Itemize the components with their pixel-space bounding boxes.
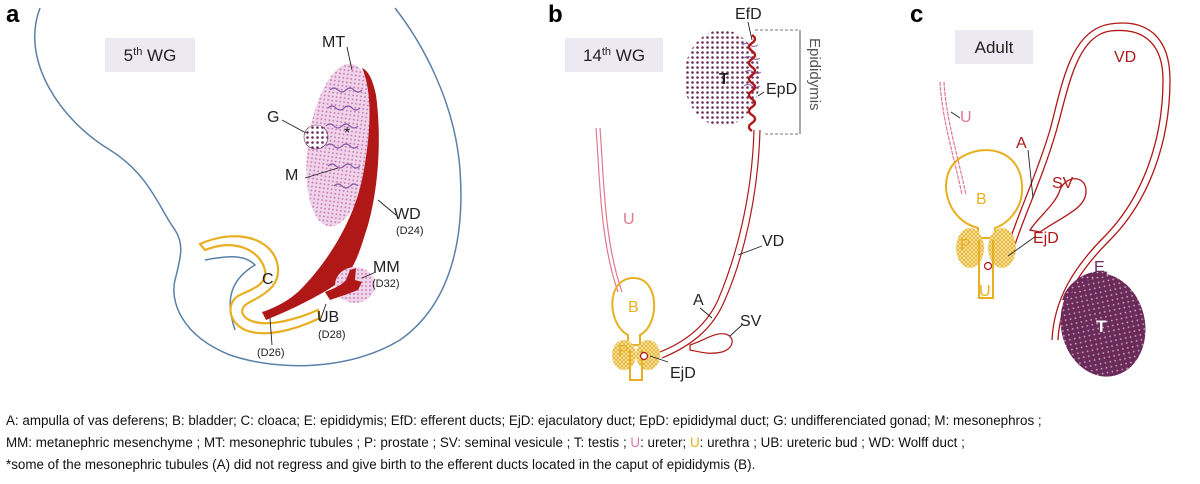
label-wd: WD <box>394 206 421 223</box>
embryo-outline <box>34 7 462 367</box>
vas-deferens-c <box>1004 22 1171 341</box>
label-testis-b: T <box>719 71 729 88</box>
ureteric-bud <box>325 268 362 300</box>
label-epididymis: Epididymis <box>806 38 823 111</box>
label-ejd-c: EjD <box>1033 230 1059 247</box>
legend-line-1: A: ampulla of vas deferens; B: bladder; … <box>6 413 1042 428</box>
stage-box-b <box>565 38 663 72</box>
legend-ureter-u: U <box>630 435 641 450</box>
urethra-c <box>978 240 994 299</box>
label-ub: UB <box>317 309 339 326</box>
label-mt: MT <box>322 34 345 51</box>
legend-line-2b: : ureter; <box>640 435 690 450</box>
legend-line-2: MM: metanephric mesenchyme ; MT: mesonep… <box>6 432 1196 454</box>
leader-lines-b <box>649 21 765 363</box>
label-e-c: E <box>1094 259 1105 276</box>
embryology-figure: a 5th WG <box>6 1 1171 382</box>
label-a-b: A <box>693 292 704 309</box>
label-b-b: B <box>628 299 639 316</box>
leader-lines-c <box>950 111 1037 257</box>
label-mm-day: (D32) <box>372 278 400 290</box>
cloaca <box>198 235 322 335</box>
bladder-c <box>945 149 1024 239</box>
legend-line-2c: : urethra ; UB: ureteric bud ; WD: Wolff… <box>699 435 965 450</box>
label-cloaca-day: (D26) <box>257 347 285 359</box>
vas-deferens-b-inner <box>661 129 761 359</box>
label-a-c: A <box>1016 135 1027 152</box>
ureter-c <box>939 81 963 196</box>
stage-box-a <box>105 38 195 72</box>
testis-c <box>1060 273 1146 377</box>
label-efd: EfD <box>735 6 762 23</box>
seminal-vesicle-c <box>1028 178 1087 233</box>
testis <box>684 30 760 126</box>
label-mm: MM <box>373 259 400 276</box>
stage-label-a: 5th WG <box>124 46 177 65</box>
vas-deferens-b <box>659 129 755 353</box>
label-ureter-b: U <box>623 211 635 228</box>
label-asterisk: * <box>344 125 350 142</box>
label-b-c: B <box>976 191 987 208</box>
panel-b-letter: b <box>548 1 563 28</box>
bladder-b <box>611 276 655 346</box>
gonad <box>303 124 329 150</box>
legend-line-2a: MM: metanephric mesenchyme ; MT: mesonep… <box>6 435 631 450</box>
label-ub-day: (D28) <box>318 329 346 341</box>
label-vd-c: VD <box>1114 49 1136 66</box>
stage-label-b: 14th WG <box>583 46 645 65</box>
ejaculatory-opening-b <box>639 351 649 361</box>
panel-c-letter: c <box>910 1 923 28</box>
panel-a-letter: a <box>6 1 20 28</box>
epididymal-duct <box>747 34 757 132</box>
urethra-b <box>629 350 643 381</box>
epididymis-bracket <box>755 29 800 135</box>
label-urethra-c: U <box>979 283 991 300</box>
legend-line-3: *some of the mesonephric tubules (A) did… <box>6 457 756 472</box>
label-sv-b: SV <box>740 313 762 330</box>
panel-a: a 5th WG <box>6 1 462 367</box>
ureter-c-inner <box>943 81 967 196</box>
label-p-b: P <box>618 343 629 360</box>
ureter-b-inner <box>599 127 623 293</box>
stage-box-c <box>955 30 1033 64</box>
label-m: M <box>285 167 298 184</box>
label-p-c: P <box>960 237 971 254</box>
label-ureter-c: U <box>960 109 972 126</box>
label-ejd-b: EjD <box>670 365 696 382</box>
label-g: G <box>267 109 279 126</box>
leader-lines-a <box>269 46 397 346</box>
label-wd-day: (D24) <box>396 225 424 237</box>
ureter-b <box>595 127 619 293</box>
panel-b: b 14th WG T Epididymis <box>548 1 823 382</box>
stage-label-c: Adult <box>975 38 1014 57</box>
label-c: C <box>262 271 274 288</box>
legend: A: ampulla of vas deferens; B: bladder; … <box>6 410 1196 476</box>
mesonephric-tubules <box>325 87 363 189</box>
epididymis-c <box>1062 271 1108 300</box>
prostate-b-right <box>636 340 660 370</box>
wolff-duct <box>262 68 379 320</box>
label-vd-b: VD <box>762 233 784 250</box>
vas-deferens-c-inner <box>1010 29 1164 341</box>
label-testis-c: T <box>1096 317 1107 336</box>
seminal-vesicle-b <box>689 333 733 354</box>
legend-urethra-u: U <box>689 435 700 450</box>
ejaculatory-opening-c <box>983 261 993 271</box>
label-sv-c: SV <box>1052 175 1074 192</box>
prostate-c <box>956 228 984 268</box>
prostate-c-right <box>988 228 1016 268</box>
panel-c: c Adult T VD U A SV B P <box>910 1 1171 377</box>
label-epd: EpD <box>766 81 797 98</box>
